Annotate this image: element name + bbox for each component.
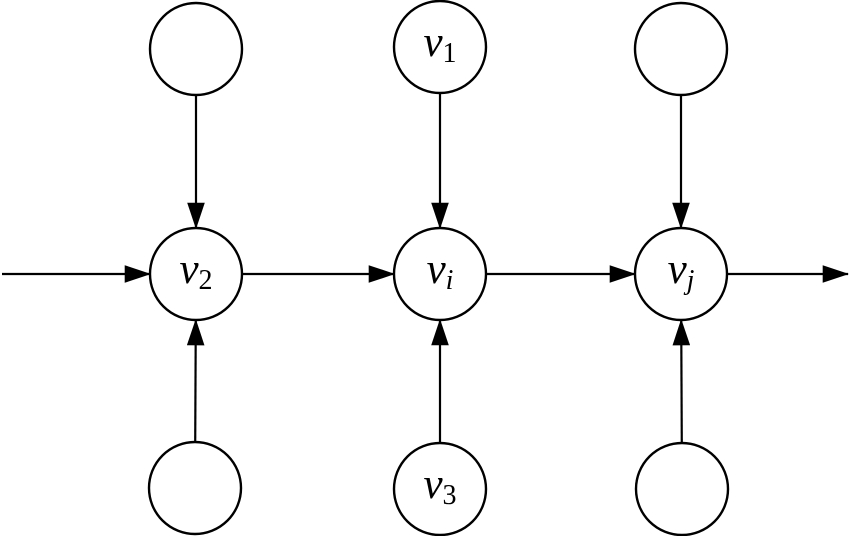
node-circle-bottom-right <box>634 441 730 536</box>
node-vi: vi <box>392 226 488 322</box>
node-circle-top-right <box>633 1 729 97</box>
node-label-subscript-v3: 3 <box>443 480 457 511</box>
node-top-right <box>633 1 729 97</box>
node-circle-v1 <box>392 0 488 95</box>
node-circle-v2 <box>148 226 244 322</box>
edge-bottom-right-to-vj <box>672 318 691 444</box>
node-label-subscript-v1: 1 <box>443 38 457 69</box>
node-circle-vi <box>392 226 488 322</box>
edge-bottom-left-to-v2 <box>186 318 205 443</box>
node-v1: v1 <box>392 0 488 95</box>
node-label-subscript-v2: 2 <box>199 265 213 296</box>
node-bottom-right <box>634 441 730 536</box>
node-label-subscript-vi: i <box>446 265 454 296</box>
node-bottom-left <box>147 440 243 536</box>
node-v3: v3 <box>392 441 488 536</box>
node-circle-v3 <box>392 441 488 536</box>
node-label-v2: v2 <box>179 246 212 296</box>
node-top-left <box>148 1 244 97</box>
node-circle-bottom-left <box>147 440 243 536</box>
node-circle-top-left <box>148 1 244 97</box>
node-label-subscript-vj: j <box>684 265 695 296</box>
node-circle-vj <box>633 226 729 322</box>
node-vj: vj <box>633 226 729 322</box>
node-v2: v2 <box>148 226 244 322</box>
